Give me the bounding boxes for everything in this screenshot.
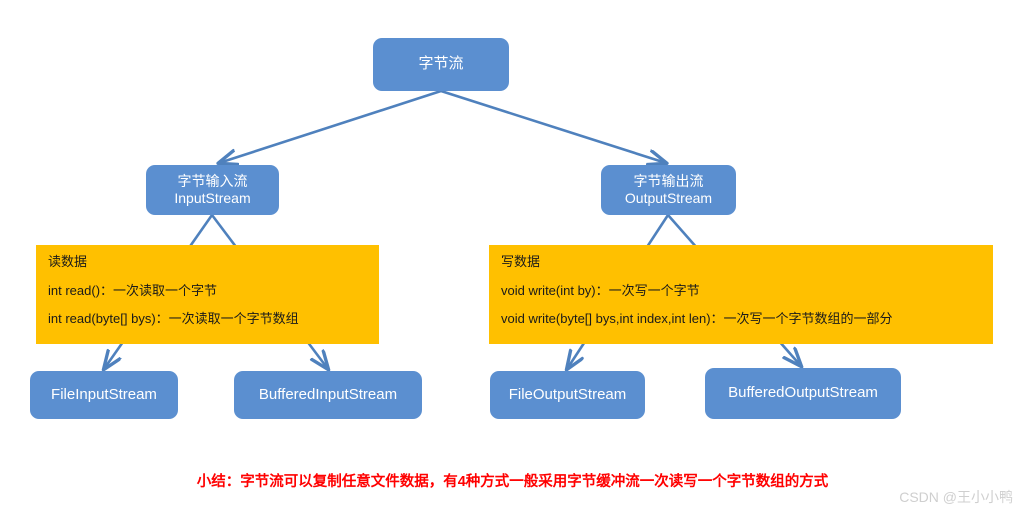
- note-write-data-line-2: void write(byte[] bys,int index,int len)…: [501, 311, 893, 326]
- node-file-output-stream[interactable]: FileOutputStream: [490, 371, 645, 419]
- node-output-stream-label-en: OutputStream: [624, 190, 713, 206]
- note-write-data-line-1: void write(int by)：一次写一个字节: [501, 283, 700, 298]
- node-output-stream-label-cn: 字节输出流: [633, 172, 704, 189]
- watermark: CSDN @王小小鸭: [899, 489, 1013, 505]
- note-read-data-heading: 读数据: [48, 254, 88, 269]
- node-buffered-input-stream[interactable]: BufferedInputStream: [234, 371, 422, 419]
- note-read-data: 读数据 int read()：一次读取一个字节 int read(byte[] …: [36, 245, 379, 344]
- note-read-data-line-1: int read()：一次读取一个字节: [48, 283, 218, 298]
- node-input-stream[interactable]: 字节输入流 InputStream: [146, 165, 279, 215]
- node-output-stream[interactable]: 字节输出流 OutputStream: [601, 165, 736, 215]
- node-buffered-input-stream-label: BufferedInputStream: [258, 385, 398, 403]
- edge-root-to-inputstream: [219, 89, 442, 163]
- edge-root-to-outputstream: [440, 89, 666, 163]
- summary-text: 小结：字节流可以复制任意文件数据，有4种方式一般采用字节缓冲流一次读写一个字节数…: [196, 474, 829, 490]
- node-buffered-output-stream[interactable]: BufferedOutputStream: [705, 368, 901, 419]
- node-byte-stream-root-label: 字节流: [418, 55, 464, 73]
- node-input-stream-label-cn: 字节输入流: [177, 172, 248, 189]
- node-file-output-stream-label: FileOutputStream: [508, 385, 627, 403]
- note-read-data-line-2: int read(byte[] bys)：一次读取一个字节数组: [48, 311, 299, 326]
- node-buffered-output-stream-label: BufferedOutputStream: [728, 384, 878, 402]
- note-write-data: 写数据 void write(int by)：一次写一个字节 void writ…: [489, 245, 993, 344]
- node-file-input-stream[interactable]: FileInputStream: [30, 371, 178, 419]
- node-file-input-stream-label: FileInputStream: [51, 385, 157, 403]
- node-byte-stream-root[interactable]: 字节流: [373, 38, 509, 91]
- note-write-data-heading: 写数据: [501, 254, 541, 269]
- node-input-stream-label-en: InputStream: [174, 190, 251, 206]
